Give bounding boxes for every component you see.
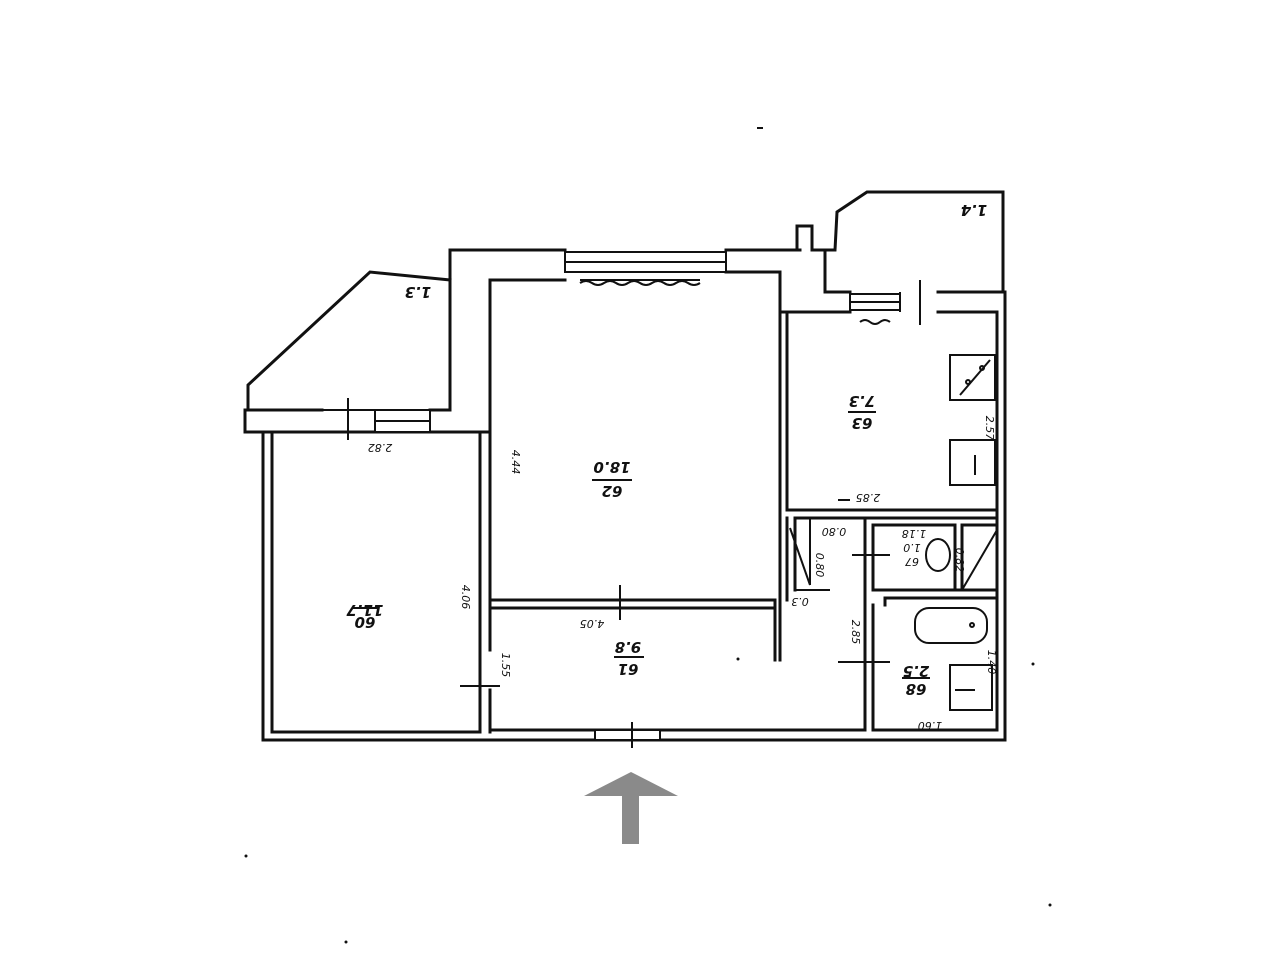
bathtub bbox=[914, 607, 988, 644]
toilet-area: 1.0 bbox=[903, 541, 921, 554]
dim-257: 2.57 bbox=[983, 416, 996, 441]
dimension-labels: 2.82 4.44 4.06 1.55 4.05 2.85 2.57 0.80 … bbox=[368, 416, 998, 732]
kitchen-area: 7.3 bbox=[849, 392, 876, 410]
entrance-arrow-icon bbox=[584, 772, 678, 844]
interior-walls bbox=[347, 280, 999, 748]
dim-405: 4.05 bbox=[580, 617, 605, 630]
outer-walls bbox=[243, 224, 1007, 742]
balcony-right-outline bbox=[810, 190, 1005, 294]
bathroom-sink bbox=[949, 664, 993, 711]
hall-code: 61 bbox=[618, 660, 639, 678]
room-big-code: 62 bbox=[602, 482, 623, 500]
scan-specks bbox=[244, 127, 1052, 944]
kitchen-sink bbox=[949, 439, 996, 486]
dim-118: 1.18 bbox=[902, 527, 927, 540]
dim-080-b: 0.80 bbox=[813, 553, 826, 578]
toilet-bowl bbox=[925, 538, 951, 572]
dim-080-a: 0.80 bbox=[822, 525, 847, 538]
dim-160: 1.60 bbox=[918, 719, 943, 732]
room-left-area: 11.7 bbox=[346, 601, 384, 619]
dim-03: 0.3 bbox=[791, 595, 809, 608]
room-labels: 11.7 60 18.0 62 7.3 63 9.8 61 1.0 67 2.5… bbox=[346, 201, 987, 698]
window-entrance bbox=[594, 729, 661, 741]
fixtures bbox=[914, 354, 996, 711]
room-left-code: 60 bbox=[355, 613, 376, 631]
stove bbox=[949, 354, 996, 401]
windows bbox=[374, 251, 901, 741]
bathroom-code: 68 bbox=[906, 680, 927, 698]
kitchen-code: 63 bbox=[852, 414, 873, 432]
dim-155: 1.55 bbox=[499, 653, 512, 678]
balcony-left-area: 1.3 bbox=[405, 283, 432, 301]
room-big-area: 18.0 bbox=[593, 458, 630, 476]
dim-285-kitchen: 2.85 bbox=[856, 491, 881, 504]
balcony-right-area: 1.4 bbox=[961, 201, 988, 219]
dim-406: 4.06 bbox=[459, 585, 472, 610]
dim-282: 2.82 bbox=[368, 441, 393, 454]
hall-area: 9.8 bbox=[615, 638, 642, 656]
dim-285-bath: 2.85 bbox=[849, 620, 862, 645]
toilet-code: 67 bbox=[905, 555, 919, 568]
bathroom-area: 2.5 bbox=[903, 662, 930, 680]
dim-140: 1.40 bbox=[985, 650, 998, 675]
dim-444: 4.44 bbox=[509, 450, 522, 475]
balcony-left-outline bbox=[246, 270, 452, 412]
dim-082: 0.82 bbox=[953, 548, 966, 573]
